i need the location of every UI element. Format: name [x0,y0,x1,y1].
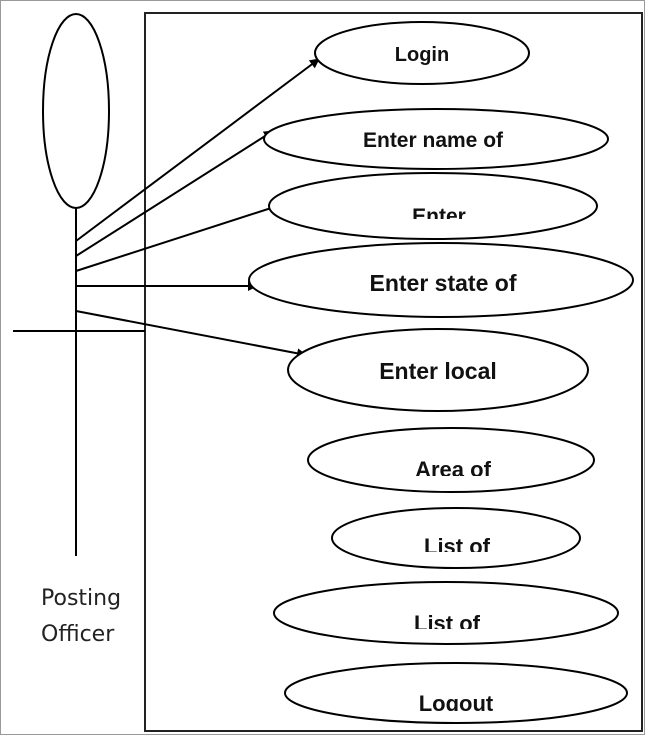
use-case-ellipse [263,108,609,170]
use-case-label: Area of [415,457,491,482]
use-case-ellipse [248,242,634,318]
use-case-ellipse [307,427,595,493]
use-case-ellipse [331,507,581,569]
actor-label-line2: Officer [41,622,115,647]
use-case-label: List of [414,611,481,636]
use-case-label: Enter [412,205,466,228]
use-case-label: Enter local [379,358,497,384]
use-case-ellipse [273,581,619,645]
actor-head [42,13,110,209]
use-case-list-of-2: List of [273,581,619,645]
use-case-label: Enter state of [370,270,517,296]
use-case-enter-state: Enter state of [248,242,634,318]
arrow-to-enter-name [75,130,274,257]
arrow-to-enter-local [75,310,307,359]
use-case-label: Login [395,44,449,66]
use-case-ellipse [268,172,598,240]
use-case-enter-name: Enter name of [263,108,609,170]
use-case-ellipse [284,662,628,724]
use-case-label: Enter name of [363,129,504,152]
use-case-label: List of [424,534,491,559]
system-boundary [144,12,643,732]
use-case-ellipse [314,21,530,85]
use-case-enter-local: Enter local [287,328,589,412]
use-case-enter: Enter [268,172,598,240]
arrow-to-login [75,58,320,242]
use-case-area-of: Area of [307,427,595,493]
use-case-ellipse [287,328,589,412]
actor-label-line1: Posting [41,586,122,611]
arrow-to-enter [75,197,300,272]
use-case-logout: Logout [284,662,628,724]
use-case-list-of-1: List of [331,507,581,569]
actor-posting-officer [13,13,145,556]
use-case-label: Logout [419,691,494,716]
use-case-login: Login [314,21,530,85]
actor-label: Posting Officer [41,581,121,653]
